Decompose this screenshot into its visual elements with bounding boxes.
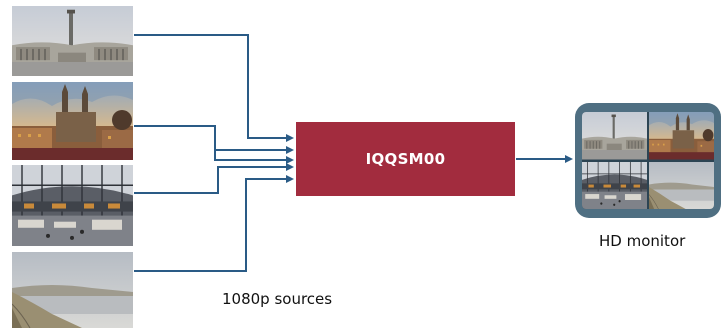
processor-label: IQQSM00 [365, 150, 446, 168]
processor-box: IQQSM00 [296, 122, 515, 196]
monitor-quad-1 [582, 112, 647, 160]
monitor-screen [582, 112, 714, 209]
wire-source-2b [214, 150, 294, 164]
wire-source-3 [134, 163, 294, 194]
sources-caption: 1080p sources [222, 290, 333, 308]
monitor-caption: HD monitor [599, 232, 686, 250]
wire-source-4 [134, 175, 294, 272]
monitor-quad-4 [649, 162, 714, 210]
monitor-quad-3 [582, 162, 647, 210]
wire-source-2 [134, 125, 294, 154]
hd-monitor [575, 103, 721, 218]
monitor-quad-2 [649, 112, 714, 160]
wire-source-1 [134, 34, 294, 142]
